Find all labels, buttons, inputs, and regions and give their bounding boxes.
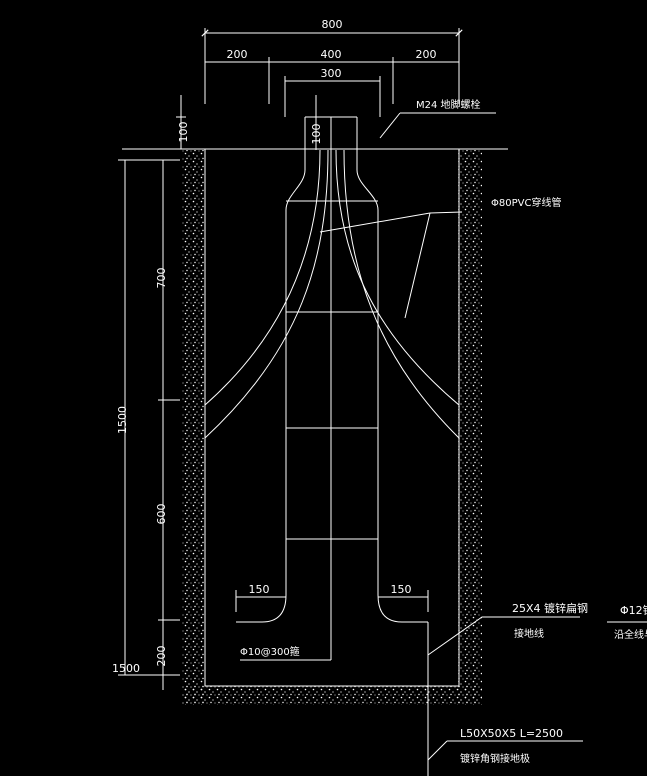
dim-right-foot: 150 [391,583,412,596]
label-rebar: Φ12钢 [620,604,647,617]
leader-lines [240,112,647,776]
dim-middle: 400 [321,48,342,61]
dim-left-foot: 150 [249,583,270,596]
left-dimensions [118,95,317,690]
dim-bolt-offset: 100 [310,124,323,145]
column-outline [236,116,428,660]
stirrups [286,200,378,540]
soil-hatch [182,150,482,705]
dim-bottom-section: 200 [155,646,168,667]
label-angle-ground: 镀锌角钢接地极 [460,752,530,765]
label-stirrup: Φ10@300箍 [240,645,300,658]
pvc-conduits [204,149,463,439]
top-dimensions [201,28,463,117]
dim-middle-section: 600 [155,504,168,525]
dim-upper-section: 700 [155,268,168,289]
dim-total-width: 800 [322,18,343,31]
label-angle-steel: L50X50X5 L=2500 [460,727,563,740]
label-pvc-conduit: Φ80PVC穿线管 [491,196,561,209]
dim-right-margin: 200 [416,48,437,61]
label-anchor-bolt: M24 地脚螺栓 [416,98,481,111]
dim-bottom-total: 1500 [112,662,140,675]
dim-top-offset: 100 [177,122,190,143]
dim-inner: 300 [321,67,342,80]
label-fusion-weld: 沿全线与 [614,628,647,641]
dim-left-margin: 200 [227,48,248,61]
label-grounding-line: 接地线 [514,627,544,640]
label-flat-steel: 25X4 镀锌扁钢 [512,601,588,615]
foot-dimensions [235,590,429,612]
dim-depth-total: 1500 [116,406,129,434]
pit-outline [204,149,460,687]
